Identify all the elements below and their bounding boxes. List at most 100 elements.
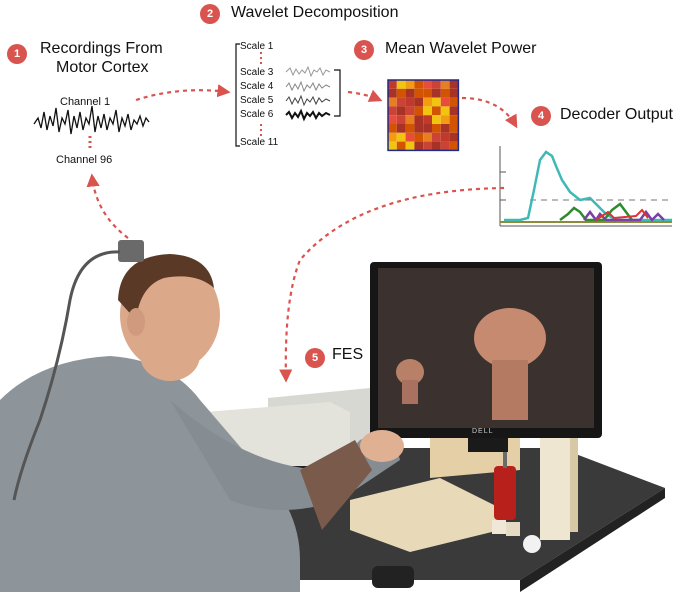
decoder-trace-red [595, 208, 649, 221]
arrow-recordings-to-wavelet [135, 84, 231, 102]
heatmap-cell [405, 80, 415, 89]
small-cube-1 [492, 520, 506, 534]
arrow-head-to-recordings [86, 173, 129, 239]
heatmap-cell [432, 115, 441, 124]
heatmap-cell [414, 88, 424, 98]
wood-tall-block [540, 432, 570, 540]
heatmap-cell [440, 115, 450, 124]
heatmap-cell [423, 132, 432, 142]
heatmap-cell [388, 106, 397, 116]
heatmap-cell [388, 141, 397, 151]
red-peg [494, 466, 516, 520]
scale-4-label: Scale 4 [240, 81, 274, 92]
channel-1-label: Channel 1 [60, 96, 111, 108]
heatmap-cell [449, 97, 459, 107]
heatmap-cell [405, 106, 415, 116]
heatmap-cell [423, 106, 432, 116]
virtual-forearm [492, 360, 528, 420]
heatmap-cell [396, 106, 406, 116]
wavelet-trace-scale3 [285, 65, 331, 78]
heatmap-cell [432, 97, 441, 107]
heatmap-cell [440, 106, 450, 116]
heatmap-cell [432, 124, 441, 133]
heatmap-cell [449, 124, 459, 133]
monitor-stand [468, 438, 508, 452]
heatmap-cell [405, 88, 415, 98]
wood-tall-block-side [570, 432, 578, 532]
heatmap-cell [432, 88, 441, 98]
wavelet-trace-scale6 [285, 108, 331, 122]
small-cube-2 [506, 522, 520, 536]
decoder-trace-teal [504, 150, 672, 222]
heatmap-cell [396, 80, 406, 89]
heatmap-cell [423, 88, 432, 98]
electrode-cable [12, 250, 121, 501]
wavelet-traces [285, 65, 331, 122]
heatmap-cell [449, 80, 459, 89]
heatmap-cell [396, 141, 406, 151]
heatmap-cell [423, 141, 432, 151]
heatmap-cell [388, 80, 397, 89]
heatmap-cell [405, 124, 415, 133]
heatmap-cell [449, 115, 459, 124]
heatmap-cell [414, 80, 424, 89]
heatmap-cell [388, 115, 397, 124]
heatmap-cell [388, 132, 397, 142]
heatmap-cell [423, 97, 432, 107]
heatmap-cell [440, 141, 450, 151]
heatmap-cell [449, 132, 459, 142]
channel-96-label: Channel 96 [56, 154, 113, 166]
person-ear [127, 308, 145, 336]
heatmap-cell [423, 115, 432, 124]
step-3-title: Mean Wavelet Power [385, 40, 537, 57]
heatmap-cell [414, 97, 424, 107]
heatmap-cell [388, 97, 397, 107]
scale-1-label: Scale 1 [240, 41, 274, 52]
virtual-forearm-small [402, 380, 418, 404]
step-3-badge: 3 [354, 40, 374, 60]
virtual-hand-small [396, 359, 424, 385]
heatmap-cell [432, 80, 441, 89]
person-hair [118, 254, 214, 320]
wood-platform [350, 478, 500, 552]
heatmap-cell [432, 106, 441, 116]
step-1-title-line2: Motor Cortex [56, 59, 149, 76]
step-5-badge: 5 [305, 348, 325, 368]
heatmap-cell [396, 132, 406, 142]
scale-5-label: Scale 5 [240, 95, 274, 106]
heatmap-cell [405, 132, 415, 142]
electrode-connector [118, 240, 144, 262]
fes-sleeve [300, 440, 372, 530]
heatmap-cell [414, 124, 424, 133]
person-torso [0, 356, 300, 592]
heatmap-cell [414, 115, 424, 124]
heatmap-cell [405, 97, 415, 107]
decoder-trace-purple [583, 209, 665, 223]
heatmap-cell [396, 97, 406, 107]
scale-6-label: Scale 6 [240, 109, 274, 120]
arrow-decoder-to-fes [279, 186, 505, 383]
heatmap-cell [414, 106, 424, 116]
wavelet-trace-scale4 [285, 80, 331, 93]
heatmap-cell [449, 141, 459, 151]
decoder-output-plot [499, 146, 672, 227]
heatmap-cell [396, 88, 406, 98]
wavelet-power-heatmap [387, 79, 460, 152]
neural-signal-trace [33, 105, 150, 135]
heatmap-cell [440, 124, 450, 133]
heatmap-cell [414, 132, 424, 142]
monitor-brand-label: DELL [472, 428, 494, 435]
heatmap-cell [440, 97, 450, 107]
step-4-badge: 4 [531, 106, 551, 126]
heatmap-cell [423, 80, 432, 89]
heatmap-cell [396, 124, 406, 133]
heatmap-cell [449, 88, 459, 98]
small-ball [523, 535, 541, 553]
heatmap-cell [423, 124, 432, 133]
heatmap-cell [388, 88, 397, 98]
heatmap-cell [405, 115, 415, 124]
arrow-wavelet-to-power [347, 89, 383, 102]
table-front [520, 488, 665, 592]
scale-bracket-right [334, 69, 341, 117]
person-hand [360, 430, 404, 462]
